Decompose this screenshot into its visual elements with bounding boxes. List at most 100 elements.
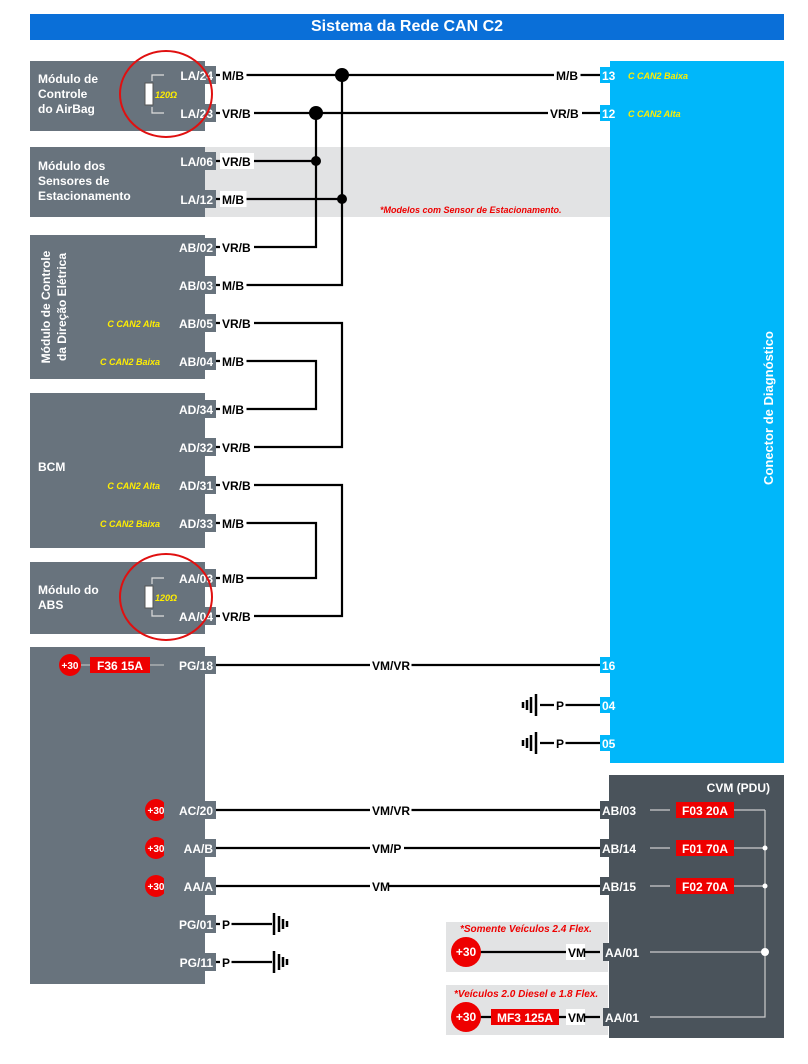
wire-color-label-bg <box>548 105 582 121</box>
power-pin: AA/B <box>184 842 214 856</box>
parking-pin-tab <box>164 190 216 208</box>
wire-color-label: VM/VR <box>372 804 410 818</box>
diag-pin-tab <box>600 735 616 751</box>
parking-option-note: *Modelos com Sensor de Estacionamento. <box>380 205 562 215</box>
wire-color-label: VR/B <box>222 317 251 331</box>
pdu-pin-tab <box>600 877 646 895</box>
diag-pin-tab <box>600 67 616 83</box>
battery-plus30-icon <box>451 1002 481 1032</box>
steering-pin: AB/05 <box>179 317 213 331</box>
wire-color-label-bg <box>554 735 566 751</box>
battery-plus30-icon-label: +30 <box>148 844 165 855</box>
wire-color-label-bg <box>220 570 247 586</box>
wire-color-label: VR/B <box>550 107 579 121</box>
wire-color-label: VM <box>568 946 586 960</box>
can-signal-label: C CAN2 Alta <box>628 109 681 119</box>
pdu-pin: AA/01 <box>605 1011 639 1025</box>
power-pin-tab <box>164 877 216 895</box>
wire-color-label: P <box>556 699 564 713</box>
fuse-mf3 <box>491 1009 559 1025</box>
parking-pin: LA/12 <box>180 193 213 207</box>
highlight-abs-resistor <box>119 553 213 641</box>
abs-pin-tab <box>164 569 216 587</box>
diag-pin-tab <box>600 105 616 121</box>
pdu-pin: AA/01 <box>605 946 639 960</box>
wire-color-label: P <box>556 737 564 751</box>
airbag-pin-tab <box>164 104 216 122</box>
diag-pin-tab <box>600 657 616 673</box>
diag-pin-number: 05 <box>602 737 616 751</box>
wire-color-label-bg <box>220 191 247 207</box>
wire-color-label: M/B <box>222 517 244 531</box>
pdu-pin-tab <box>600 839 646 857</box>
wire-color-label-bg <box>220 277 247 293</box>
power-pin-tab <box>164 801 216 819</box>
abs-terminating-resistor-lead <box>151 610 165 617</box>
can-signal-label: C CAN2 Baixa <box>628 71 688 81</box>
highlight-airbag-resistor <box>119 50 213 138</box>
parking-pin: LA/06 <box>180 155 213 169</box>
wire-color-label-bg <box>370 878 389 894</box>
wire-color-label: VR/B <box>222 441 251 455</box>
airbag-module-name: do AirBag <box>38 102 95 116</box>
pdu-pin-tab <box>603 1008 647 1026</box>
steering-pin: AB/03 <box>179 279 213 293</box>
bcm-pin-tab <box>164 438 216 456</box>
airbag-terminating-resistor-lead <box>151 74 165 81</box>
steering-pin-tab <box>164 314 216 332</box>
wire-color-label: M/B <box>222 572 244 586</box>
can-signal-label: C CAN2 Baixa <box>100 519 160 529</box>
fuse-f36-label: F36 15A <box>97 659 143 673</box>
wire-steering-bcm-low <box>205 359 318 411</box>
airbag-terminating-resistor <box>144 82 154 106</box>
wire-steering-bcm-high <box>205 321 344 449</box>
splice-parking-high <box>311 156 321 166</box>
battery-plus30-icon <box>145 799 167 821</box>
wire-color-label-bg <box>220 477 254 493</box>
parking-module-name: Módulo dos <box>38 159 106 173</box>
wire-color-label: M/B <box>556 69 578 83</box>
battery-plus30-icon <box>59 654 81 676</box>
can-signal-label: C CAN2 Alta <box>107 481 160 491</box>
power-pin-tab <box>164 656 216 674</box>
pdu-pin: AB/03 <box>602 804 636 818</box>
wire-color-label: VM/P <box>372 842 401 856</box>
parking-pin-tab <box>164 152 216 170</box>
bcm-pin: AD/34 <box>179 403 213 417</box>
battery-plus30-icon-label: +30 <box>148 806 165 817</box>
pdu-fuse-label: F03 20A <box>682 804 728 818</box>
pdu-pin-tab <box>600 801 646 819</box>
diagram-title: Sistema da Rede CAN C2 <box>30 14 784 40</box>
airbag-terminating-resistor-lead <box>151 107 165 114</box>
pdu-internal-bus <box>650 810 766 1018</box>
pdu-fuse-label: F01 70A <box>682 842 728 856</box>
bcm-pin: AD/31 <box>179 479 213 493</box>
wire-color-label-bg <box>220 353 247 369</box>
ground-pin: PG/01 <box>179 918 213 932</box>
fuse-f36 <box>90 657 150 673</box>
power-pin-tab <box>164 839 216 857</box>
wire-color-label-bg <box>220 515 247 531</box>
wire-color-label: P <box>222 956 230 970</box>
wire-color-label-bg <box>370 657 412 673</box>
wire-can-low-trunk <box>205 75 344 287</box>
wire-color-label: VR/B <box>222 155 251 169</box>
wire-color-label: VM <box>568 1011 586 1025</box>
ground-pin: PG/11 <box>180 956 214 970</box>
pdu-pin-tab <box>603 943 647 961</box>
bcm-module-name: BCM <box>38 460 65 474</box>
abs-pin: AA/03 <box>179 572 213 586</box>
variant-note: *Somente Veículos 2.4 Flex. <box>460 924 592 935</box>
variant-note: *Veículos 2.0 Diesel e 1.8 Flex. <box>454 989 598 1000</box>
abs-terminating-resistor <box>144 585 154 609</box>
airbag-module-name: Controle <box>38 87 88 101</box>
diag-pin-number: 13 <box>602 69 616 83</box>
abs-module-name: ABS <box>38 598 63 612</box>
wire-color-label-bg <box>554 697 566 713</box>
power-pin: AC/20 <box>179 804 213 818</box>
abs-module-name: Módulo do <box>38 583 99 597</box>
battery-plus30-icon-label: +30 <box>148 882 165 893</box>
parking-module-name: Estacionamento <box>38 189 131 203</box>
wire-color-label-bg <box>220 153 254 169</box>
